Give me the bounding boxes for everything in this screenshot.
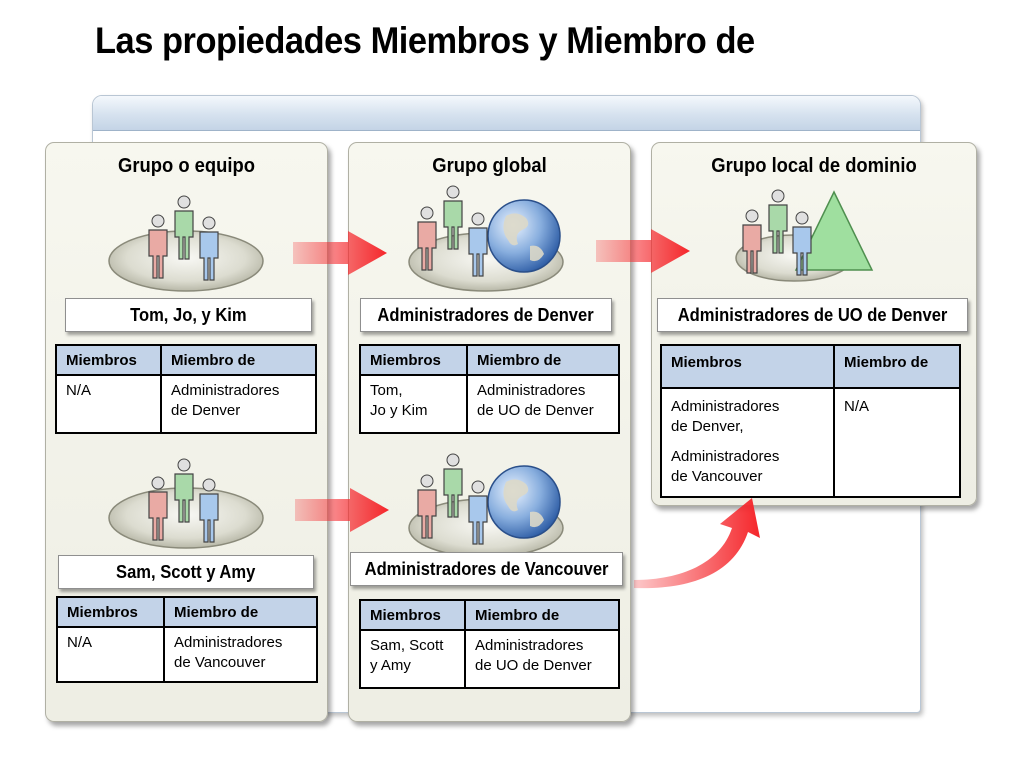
- group-label: Administradores de Denver: [360, 298, 612, 332]
- column-header-members: Miembros: [361, 346, 466, 376]
- group-label: Tom, Jo, y Kim: [65, 298, 312, 332]
- column-header-members: Miembros: [662, 346, 833, 389]
- triangle-icon: [794, 190, 874, 271]
- window-title-bar: [93, 96, 920, 131]
- people-group-icon: [108, 458, 264, 549]
- column-header-member-of: Miembro de: [464, 601, 618, 631]
- member-of-cell: N/A: [833, 389, 959, 496]
- members-cell: N/A: [66, 382, 92, 399]
- members-cell: Tom,Jo y Kim: [370, 382, 428, 419]
- members-cell: Administradores de Denver, Administrador…: [671, 398, 780, 485]
- globe-icon: [487, 465, 561, 539]
- group-label: Administradores de Vancouver: [350, 552, 623, 586]
- column-header-members: Miembros: [57, 346, 160, 376]
- column-header-member-of: Miembro de: [163, 598, 316, 628]
- column-header-members: Miembros: [361, 601, 464, 631]
- group-label: Administradores de UO de Denver: [657, 298, 968, 332]
- column-header-members: Miembros: [58, 598, 163, 628]
- membership-table: Miembros Miembro de Administradores de D…: [660, 344, 961, 498]
- column-header-member-of: Miembro de: [833, 346, 959, 389]
- panel-heading: Grupo o equipo: [118, 155, 255, 177]
- panel-heading: Grupo local de dominio: [711, 155, 917, 177]
- people-triangle-group-icon: [735, 189, 874, 282]
- curved-arrow-icon: [634, 498, 760, 589]
- people-group-icon: [108, 195, 264, 292]
- arrow-right-icon: [293, 231, 387, 275]
- arrow-right-icon: [295, 488, 389, 532]
- people-globe-group-icon: [408, 453, 564, 558]
- column-header-member-of: Miembro de: [466, 346, 618, 376]
- people-globe-group-icon: [408, 185, 564, 292]
- page-title: Las propiedades Miembros y Miembro de: [95, 20, 755, 61]
- arrow-right-icon: [596, 229, 690, 273]
- members-cell: N/A: [67, 634, 93, 651]
- membership-table: Miembros Miembro de Tom,Jo y Kim Adminis…: [359, 344, 620, 434]
- column-header-member-of: Miembro de: [160, 346, 315, 376]
- panel-heading: Grupo global: [432, 155, 547, 177]
- globe-icon: [487, 199, 561, 273]
- group-label: Sam, Scott y Amy: [58, 555, 314, 589]
